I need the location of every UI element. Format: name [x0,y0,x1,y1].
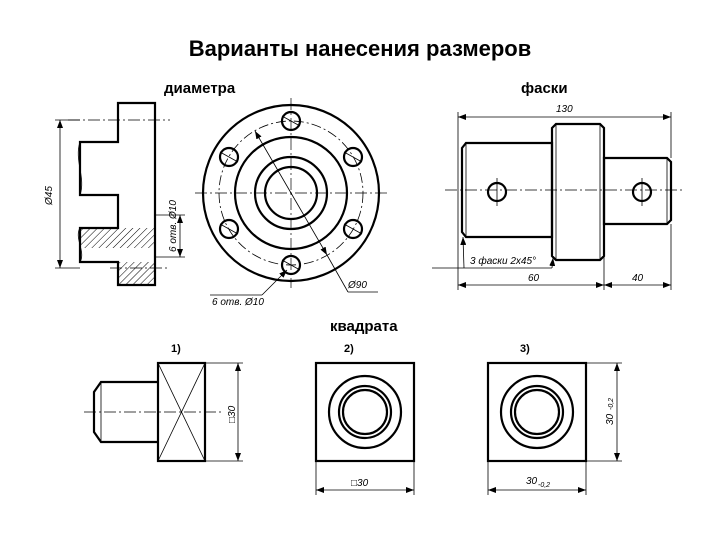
variant-label-2: 2) [344,343,354,355]
square-variant-1: 1) □30 [84,343,243,463]
dim-d90: Ø90 [347,280,367,291]
slide-title: Варианты нанесения размеров [188,36,532,61]
dim-sq30-v1: □30 [227,405,238,423]
dim-v3-side: 30 [605,413,616,425]
dim-len130: 130 [556,104,573,115]
dim-len60: 60 [528,273,540,284]
dim-sq30-v2: □30 [351,478,369,489]
dim-len40: 40 [632,273,644,284]
dim-six-holes-left: 6 отв. Ø10 [168,200,179,252]
dim-v3-side-tol: -0,2 [608,398,615,410]
dim-chamfers: 3 фаски 2х45° [470,255,536,267]
section-header-square: квадрата [330,318,398,335]
bolt-holes [218,110,364,276]
hatch-area-lower [80,228,155,248]
variant-label-1: 1) [171,343,181,355]
square-variant-2: 2) □30 [314,343,416,495]
shaft-chamfer-view: 130 60 40 3 фаски 2х45° [432,104,685,290]
flange-section-view: Ø45 6 отв. Ø10 [44,101,185,287]
section-header-diameter: диаметра [164,80,236,97]
dim-v3-bottom-tol: -0,2 [538,482,550,489]
square-variant-3: 3) 30 -0,2 30 -0,2 [486,343,622,495]
variant-label-3: 3) [520,343,530,355]
hatch-area-flange [118,262,155,285]
section-header-chamfer: фаски [521,80,568,97]
dim-d45: Ø45 [44,186,55,206]
dim-six-holes-bottom: 6 отв. Ø10 [212,297,264,308]
flange-front-view: Ø90 6 отв. Ø10 [195,98,388,308]
dim-v3-bottom: 30 [526,476,538,487]
